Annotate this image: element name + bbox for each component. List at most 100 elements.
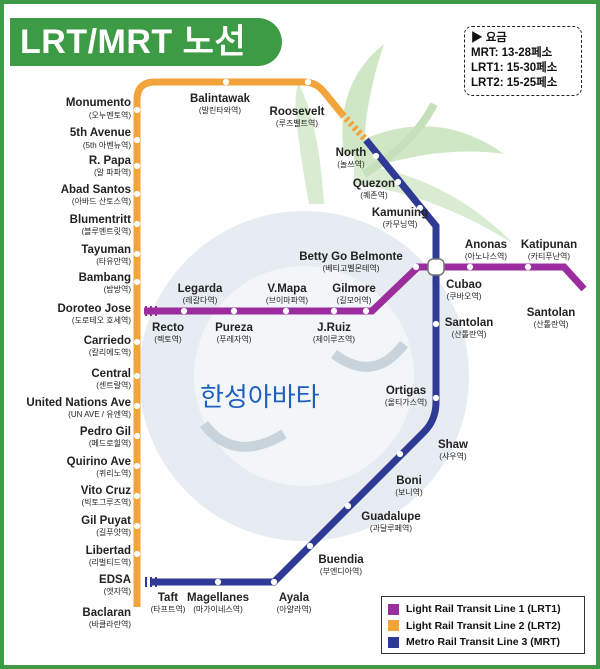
marker-magellanes [214,578,222,586]
station-blumentritt: Blumentritt [70,214,132,226]
fare-lrt1: LRT1: 15-30페소 [471,62,558,74]
station-bambang: Bambang [79,272,131,284]
station-doroteo-jose-ko: (도로테오 호세역) [72,315,131,325]
station-anonas-ko: (아노나스역) [465,251,507,261]
marker-ortigas [432,394,440,402]
station-pureza: Pureza [215,322,253,334]
station-j-ruiz: J.Ruiz [317,322,351,334]
station-monumento-ko: (오누멘토역) [89,110,131,120]
marker-un-ave [133,402,141,410]
cubao-interchange [427,258,445,276]
station-shaw-ko: (샤우역) [439,451,467,461]
station-edsa-ko: (엣자역) [104,586,132,596]
station-magellanes-ko: (마가이네스역) [193,604,243,614]
station-recto-ko: (렉토역) [154,334,182,344]
line-legend: Light Rail Transit Line 1 (LRT1) Light R… [381,596,585,654]
station-vito-cruz-ko: (빅토그루즈역) [82,497,132,507]
doroteo-stub [145,306,157,316]
legend-item-mrt: Metro Rail Transit Line 3 (MRT) [388,634,578,651]
marker-santolan-mrt [432,320,440,328]
station-vito-cruz: Vito Cruz [81,485,132,497]
station-baclaran: Baclaran [82,607,131,619]
station-monumento: Monumento [66,97,131,109]
station-roosevelt: Roosevelt [270,106,325,118]
station-balintawak: Balintawak [190,93,251,105]
marker-north [372,152,380,160]
station-recto: Recto [152,322,184,334]
station-legarda: Legarda [178,283,223,295]
legend-label-lrt1: Light Rail Transit Line 1 (LRT1) [406,603,561,616]
marker-shaw [396,450,404,458]
marker-monumento [133,106,141,114]
marker-quirino [133,462,141,470]
station-balintawak-ko: (발린타와역) [199,105,241,115]
station-un-ave-ko: (UN AVE / 유엔역) [68,409,131,419]
fare-heading-row: ▶ 요금 [471,31,575,46]
station-baclaran-ko: (바클라란역) [89,619,131,629]
station-pedro-gil-ko: (페드로힐역) [89,438,131,448]
station-legarda-ko: (레갈다역) [183,295,218,305]
fare-box: ▶ 요금 MRT: 13-28페소 LRT1: 15-30페소 LRT2: 15… [464,26,582,96]
fare-mrt: MRT: 13-28페소 [471,47,553,59]
marker-betty-go [412,263,420,271]
station-anonas: Anonas [465,239,507,251]
station-pureza-ko: (푸레자역) [217,334,252,344]
marker-balintawak [222,78,230,86]
station-5th-avenue-ko: (5th 아벤뉴역) [83,140,131,150]
station-quirino-ave: Quirino Ave [67,456,131,468]
station-santolan-lrt2-ko: (산톨란역) [534,319,569,329]
station-ortigas-ko: (올티가스역) [385,397,427,407]
map-title: LRT/MRT 노선 [10,18,282,66]
station-north: North [336,147,367,159]
station-kamuning-ko: (카무닝역) [383,219,418,229]
station-carriedo-ko: (칼리에도역) [89,347,131,357]
marker-v-mapa [282,307,290,315]
marker-5th-avenue [133,136,141,144]
legend-label-lrt2: Light Rail Transit Line 2 (LRT2) [406,619,561,632]
marker-baclaran [133,608,141,616]
station-santolan-lrt2: Santolan [527,307,576,319]
station-doroteo-jose: Doroteo Jose [58,303,132,315]
legend-swatch-mrt [388,636,399,648]
station-gil-puyat-ko: (길푸얏역) [96,527,131,537]
marker-pureza [230,307,238,315]
station-edsa: EDSA [99,574,131,586]
fare-lrt2: LRT2: 15-25페소 [471,77,558,89]
station-quezon-ko: (퀘존역) [360,190,388,200]
station-quirino-ave-ko: (퀴리노역) [96,468,131,478]
station-markers [133,78,532,616]
station-central-ko: (센트랄역) [96,380,131,390]
station-kamuning: Kamuning [372,207,428,219]
legend-item-lrt2: Light Rail Transit Line 2 (LRT2) [388,618,578,635]
station-katipunan-ko: (카티푸난역) [528,251,570,261]
station-bambang-ko: (밤방역) [104,284,132,294]
station-abad-santos-ko: (아바드 산토스역) [72,196,131,206]
legend-swatch-lrt1 [388,603,399,615]
station-central: Central [91,368,131,380]
legend-label-mrt: Metro Rail Transit Line 3 (MRT) [406,636,561,649]
station-taft: Taft [158,592,178,604]
marker-r-papa [133,162,141,170]
station-tayuman: Tayuman [81,244,131,256]
marker-boni [344,502,352,510]
marker-j-ruiz [330,307,338,315]
station-betty-go: Betty Go Belmonte [299,251,403,263]
station-boni-ko: (보니역) [395,487,423,497]
station-r-papa: R. Papa [89,155,132,167]
marker-libertad [133,550,141,558]
station-cubao: Cubao [446,279,482,291]
station-roosevelt-ko: (루즈벨트역) [276,118,318,128]
station-un-ave: United Nations Ave [26,397,131,409]
fare-heading: 요금 [485,32,507,44]
watermark: 한성아바타 [200,382,320,412]
station-ayala: Ayala [279,592,310,604]
marker-quezon [394,178,402,186]
legend-swatch-lrt2 [388,620,399,632]
marker-central [133,372,141,380]
marker-katipunan [524,263,532,271]
station-ayala-ko: (아얄라역) [277,604,312,614]
station-buendia: Buendia [318,554,364,566]
marker-carriedo [133,338,141,346]
marker-buendia [270,578,278,586]
